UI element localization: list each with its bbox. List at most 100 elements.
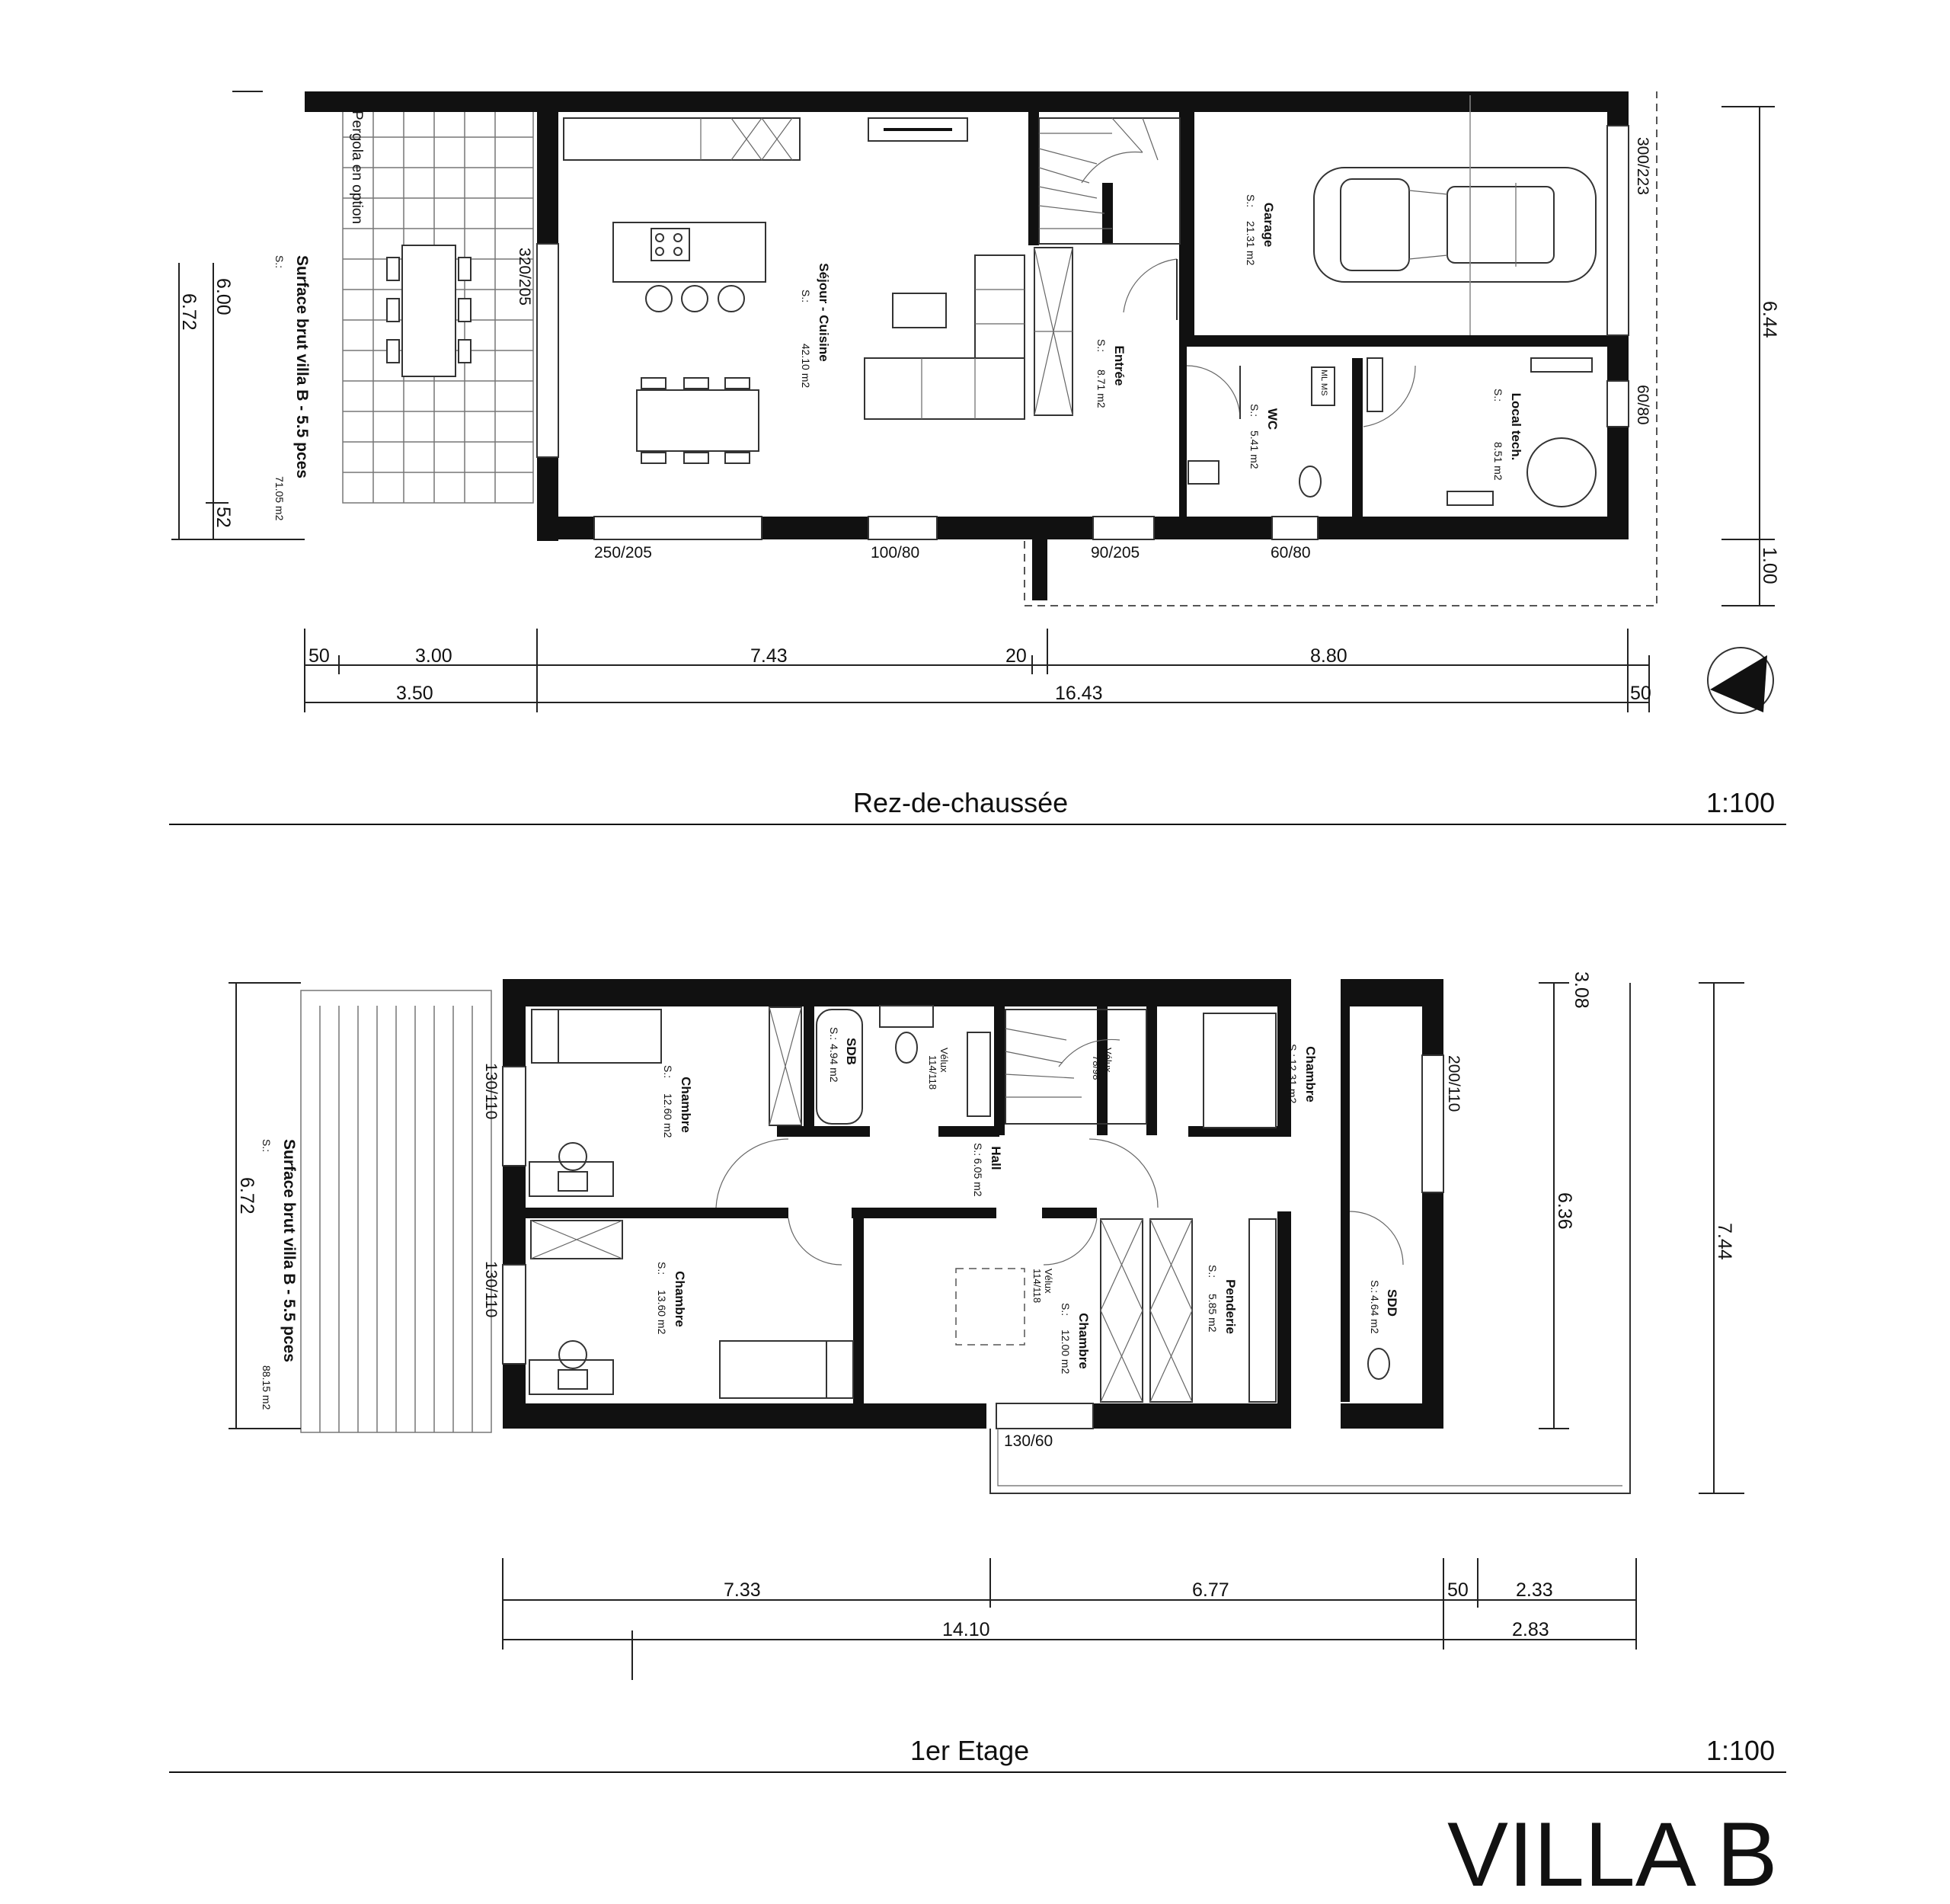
outdoor-dining-table [386,245,472,377]
kitchen-island [612,222,766,312]
window-label-90-205: 90/205 [1091,544,1140,562]
room-area-sdd: 4.64 m2 [1369,1295,1381,1334]
stairs [1038,117,1181,245]
dim-gf-50: 50 [308,645,330,667]
room-s-chambre-3: S.: [1060,1303,1072,1316]
room-name-chambre-2: Chambre [673,1271,687,1327]
window-label-60-80-a: 60/80 [1271,544,1311,562]
room-area-local-tech: 8.51 m2 [1492,442,1504,481]
room-name-chambre-3: Chambre [1076,1313,1091,1369]
dim-gf-6-44: 6.44 [1759,301,1780,338]
window-label-130-110-b: 130/110 [482,1261,500,1317]
dim-gf-3-50: 3.50 [396,683,433,704]
dining-table [636,377,759,464]
room-area-chambre-1: 12.60 m2 [662,1093,674,1138]
dim-gf-6-00: 6.00 [213,278,234,315]
room-area-chambre-4: 12.31 m2 [1287,1059,1299,1104]
sofa [864,254,1025,420]
wardrobe [530,1220,623,1259]
room-s-chambre-4: S.: [1287,1044,1299,1057]
room-area-penderie: 5.85 m2 [1207,1294,1219,1333]
north-arrow-icon [1707,647,1774,714]
velux-label-2: Vélux [1102,1048,1114,1073]
villa-title: VILLA B [1447,1803,1778,1904]
first-floor-plan [300,979,1631,1494]
room-name-chambre-4: Chambre [1303,1046,1318,1102]
car-icon [1313,167,1597,283]
dim-gf-52: 52 [213,507,234,528]
room-s-entree: S.: [1095,339,1108,352]
room-s-sdb: S.: [828,1027,840,1040]
room-s-sdd: S.: [1369,1280,1381,1293]
dim-gf-7-43: 7.43 [750,645,788,667]
room-area-chambre-3: 12.00 m2 [1060,1330,1072,1374]
dim-gf-50-b: 50 [1630,683,1651,704]
dim-gf-3-00: 3.00 [415,645,452,667]
room-s-chambre-1: S.: [662,1065,674,1078]
window-label-130-60: 130/60 [1004,1432,1053,1450]
room-s-penderie: S.: [1207,1265,1219,1278]
entry-cupboard [1034,247,1073,416]
dim-ff-3-08: 3.08 [1571,971,1592,1009]
dim-gf-16-43: 16.43 [1055,683,1103,704]
room-name-hall: Hall [989,1146,1003,1170]
room-s-chambre-2: S.: [656,1262,668,1275]
window-label-100-80: 100/80 [871,544,919,562]
window-label-60-80-b: 60/80 [1634,385,1651,425]
dim-ff-6-72: 6.72 [236,1177,257,1214]
room-name-entree: Entrée [1112,346,1127,386]
window-label-300-223: 300/223 [1634,137,1651,195]
room-area-hall: 6.05 m2 [972,1158,984,1197]
room-name-garage: Garage [1261,203,1276,248]
room-area-entree: 8.71 m2 [1095,370,1108,408]
surface-value-first: 88.15 m2 [261,1365,273,1410]
entry-door-swing [1123,258,1178,313]
desk-chair-icon [529,1340,614,1395]
appliance-label: ML MS [1319,370,1328,395]
ground-floor-title: Rez-de-chaussée [853,787,1068,818]
surface-label-ground: Surface brut villa B - 5.5 pces [293,255,311,478]
room-name-sdd: SDD [1385,1289,1399,1317]
room-area-garage: 21.31 m2 [1245,221,1257,266]
velux-size-3: 114/118 [1031,1269,1043,1303]
ground-floor-scale: 1:100 [1706,787,1775,818]
room-s-sejour: S.: [800,290,812,302]
stairs [1005,1009,1147,1125]
surface-value-ground: 71.05 m2 [273,476,286,521]
velux-size-2: 78/98 [1091,1055,1102,1080]
terrace-slats [300,990,492,1433]
kitchen-counter [563,117,968,161]
dim-ff-7-33: 7.33 [724,1579,761,1601]
first-floor-scale: 1:100 [1706,1735,1775,1766]
room-name-chambre-1: Chambre [679,1077,693,1133]
dim-ff-2-83: 2.83 [1512,1619,1549,1640]
dim-ff-7-44: 7.44 [1714,1223,1735,1260]
dim-gf-1-00: 1.00 [1759,547,1780,584]
surface-s-ground: S.: [273,255,286,268]
room-name-wc: WC [1265,408,1280,430]
room-area-wc: 5.41 m2 [1248,430,1261,469]
dim-gf-8-80: 8.80 [1310,645,1347,667]
room-area-chambre-2: 13.60 m2 [656,1290,668,1335]
window-label-250-205: 250/205 [594,544,652,562]
dim-gf-6-72: 6.72 [178,293,200,331]
room-area-sdb: 4.94 m2 [828,1044,840,1083]
window-label-130-110-a: 130/110 [482,1063,500,1119]
surface-s-first: S.: [261,1139,273,1152]
appliance-box [1311,366,1335,406]
velux-size-1: 114/118 [927,1055,938,1090]
boiler-icon [1526,437,1597,507]
velux-label-1: Vélux [938,1048,950,1073]
room-s-hall: S.: [972,1143,984,1156]
room-name-penderie: Penderie [1223,1279,1238,1334]
first-floor-dimensions [229,982,1744,1680]
room-name-local-tech: Local tech. [1509,393,1523,461]
bathtub [816,1009,863,1125]
room-name-sejour: Séjour - Cuisine [817,263,831,361]
room-s-local-tech: S.: [1492,389,1504,402]
dim-ff-2-33: 2.33 [1516,1579,1553,1601]
ground-floor-plan [305,91,1658,606]
ground-dimensions [171,91,1775,712]
dim-ff-50: 50 [1447,1579,1469,1601]
